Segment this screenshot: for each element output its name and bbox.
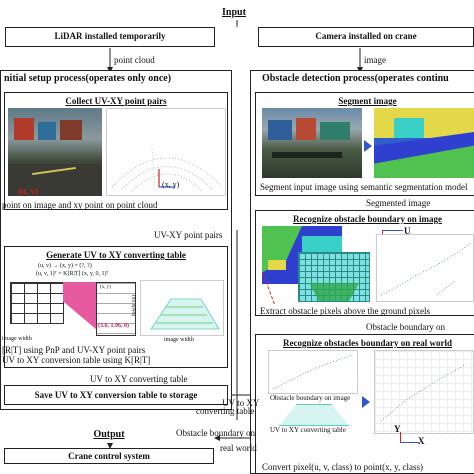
input-title: Input: [222, 7, 246, 18]
converting-table-mid-label: converting table: [196, 406, 255, 416]
boundary-image-label: Obstacle boundary on image: [270, 394, 351, 402]
output-title: Output: [93, 429, 125, 440]
image-height-label: height (m): [132, 295, 137, 316]
extract-caption: Extract obstacle pixels above the ground…: [260, 306, 430, 316]
recognize-title: Recognize obstacle boundary on image: [293, 214, 442, 224]
camera-photo: [8, 108, 102, 196]
table-cell-value: (3.6, 1.96, 0): [98, 323, 129, 329]
world-plot: [374, 350, 474, 434]
uv-label: (u, v): [18, 186, 38, 196]
formula-1: (u, v) → (x, y) = (?, ?): [38, 263, 92, 269]
collect-title: Collect UV-XY point pairs: [65, 96, 167, 106]
convert-caption: Convert pixel(u, v, class) to point(x, y…: [262, 462, 424, 472]
save-label: Save UV to XY conversion table to storag…: [34, 390, 198, 400]
bullet-2: UV to XY conversion table using K[R|T]: [2, 355, 151, 365]
segmented-image-label: Segmented image: [366, 198, 431, 208]
segment-caption: Segment input image using semantic segme…: [260, 182, 468, 192]
generate-title: Generate UV to XY converting table: [46, 250, 186, 260]
converting-table-label: UV to XY converting table: [90, 374, 188, 384]
point-cloud-label: point cloud: [114, 55, 155, 65]
formula-2: (u, v, 1)ᵀ = K[R|T] (x, y, 0, 1)ᵀ: [36, 271, 109, 277]
table-cell-xy: (x, y): [100, 285, 111, 290]
recognize-world-title: Recognize obstacles boundary on real wor…: [282, 338, 453, 348]
uv-grid: [10, 282, 64, 324]
collect-caption: point on image and xy point on point clo…: [2, 200, 158, 210]
axis-x-label: X: [418, 436, 425, 446]
lidar-box: [5, 27, 215, 47]
real-world-label: real world: [220, 443, 257, 453]
save-box[interactable]: [4, 385, 228, 405]
arrow-to-segment: [364, 140, 372, 152]
image-label: image: [364, 55, 386, 65]
segmented-photo: [374, 108, 474, 178]
camera-label: Camera installed on crane: [315, 31, 417, 41]
axis-y-label: Y: [394, 424, 401, 434]
obstacle-title: Obstacle detection process(operates cont…: [262, 73, 449, 84]
boundary-plot: [376, 234, 474, 302]
image-width-label-2: image width: [164, 337, 194, 343]
conv-table-label: UV to XY converting table: [270, 426, 346, 434]
point-cloud-sample: [106, 108, 226, 196]
xy-table: [96, 282, 136, 336]
table-thumb: [278, 404, 350, 426]
boundary-image-thumb: [268, 350, 358, 394]
crane-label: Crane control system: [68, 451, 150, 461]
pixel-grid: [298, 252, 370, 302]
crane-box: [4, 448, 214, 464]
image-width-label: image width: [2, 336, 32, 342]
cross-arrow: [362, 396, 370, 408]
initial-setup-title: nitial setup process(operates only once): [4, 73, 172, 84]
xy-label: (x, y): [162, 180, 180, 189]
axis-u-label: U: [404, 226, 411, 236]
converted-cloud: [140, 280, 224, 336]
xy-axes: [400, 432, 419, 443]
uv-to-xy-label: UV to XY: [222, 398, 260, 408]
input-photo: [262, 108, 362, 178]
obstacle-boundary-on-label: Obstacle boundary on: [176, 428, 255, 438]
boundary-on-label: Obstacle boundary on: [366, 322, 445, 332]
segment-title: Segment image: [338, 96, 397, 106]
bullet-1: [R|T] using PnP and UV-XY point pairs: [2, 345, 146, 355]
pairs-label: UV-XY point pairs: [154, 230, 223, 240]
lidar-label: LiDAR installed temporarily: [54, 31, 166, 41]
